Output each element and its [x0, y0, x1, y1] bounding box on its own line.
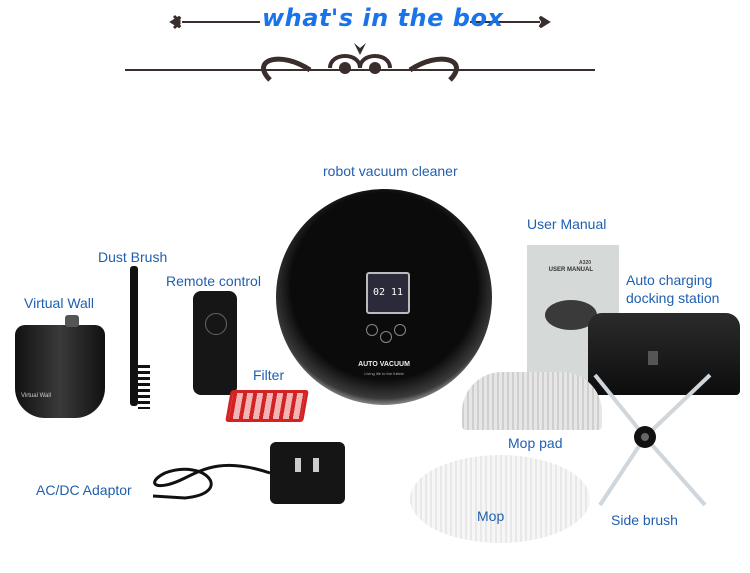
label-dust-brush: Dust Brush — [98, 249, 168, 265]
manual-model: A320 — [579, 260, 591, 266]
virtual-wall-image: Virtual Wall — [15, 325, 105, 418]
manual-title: USER MANUAL — [548, 267, 593, 273]
filter-image — [225, 390, 309, 422]
page-title: what's in the box — [262, 4, 504, 32]
label-virtual-wall: Virtual Wall — [24, 295, 95, 311]
docking-station-image — [588, 313, 740, 395]
virtual-wall-top — [65, 315, 79, 327]
mop-pad-image — [462, 372, 602, 430]
label-dock-line1: Auto charging — [626, 272, 713, 288]
label-robot-vacuum: robot vacuum cleaner — [323, 163, 458, 179]
spot-button-icon — [394, 324, 406, 336]
label-remote-control: Remote control — [166, 273, 261, 289]
mop-image — [410, 455, 590, 543]
remote-control-image — [193, 291, 237, 395]
ac-dc-adaptor-image — [152, 442, 345, 504]
header-ornament — [125, 14, 595, 82]
robot-vacuum-image: 02 11 AUTO VACUUM Living life to the ful… — [276, 189, 492, 405]
label-mop-pad: Mop pad — [508, 435, 563, 451]
robot-display: 02 11 — [366, 272, 410, 314]
robot-slogan: Living life to the fullest — [364, 371, 404, 376]
virtual-wall-text: Virtual Wall — [21, 393, 52, 399]
label-dock-line2: docking station — [626, 290, 720, 306]
label-ac-dc-adaptor: AC/DC Adaptor — [36, 482, 132, 498]
side-brush-image — [593, 373, 712, 507]
uv-button-icon — [366, 324, 378, 336]
label-filter: Filter — [253, 367, 285, 383]
robot-brand: AUTO VACUUM — [358, 361, 410, 368]
label-user-manual: User Manual — [527, 216, 607, 232]
dust-brush-image — [130, 266, 138, 406]
brush-bristles — [138, 365, 150, 409]
label-mop: Mop — [477, 508, 505, 524]
auto-button-icon — [380, 331, 392, 343]
label-side-brush: Side brush — [611, 512, 678, 528]
